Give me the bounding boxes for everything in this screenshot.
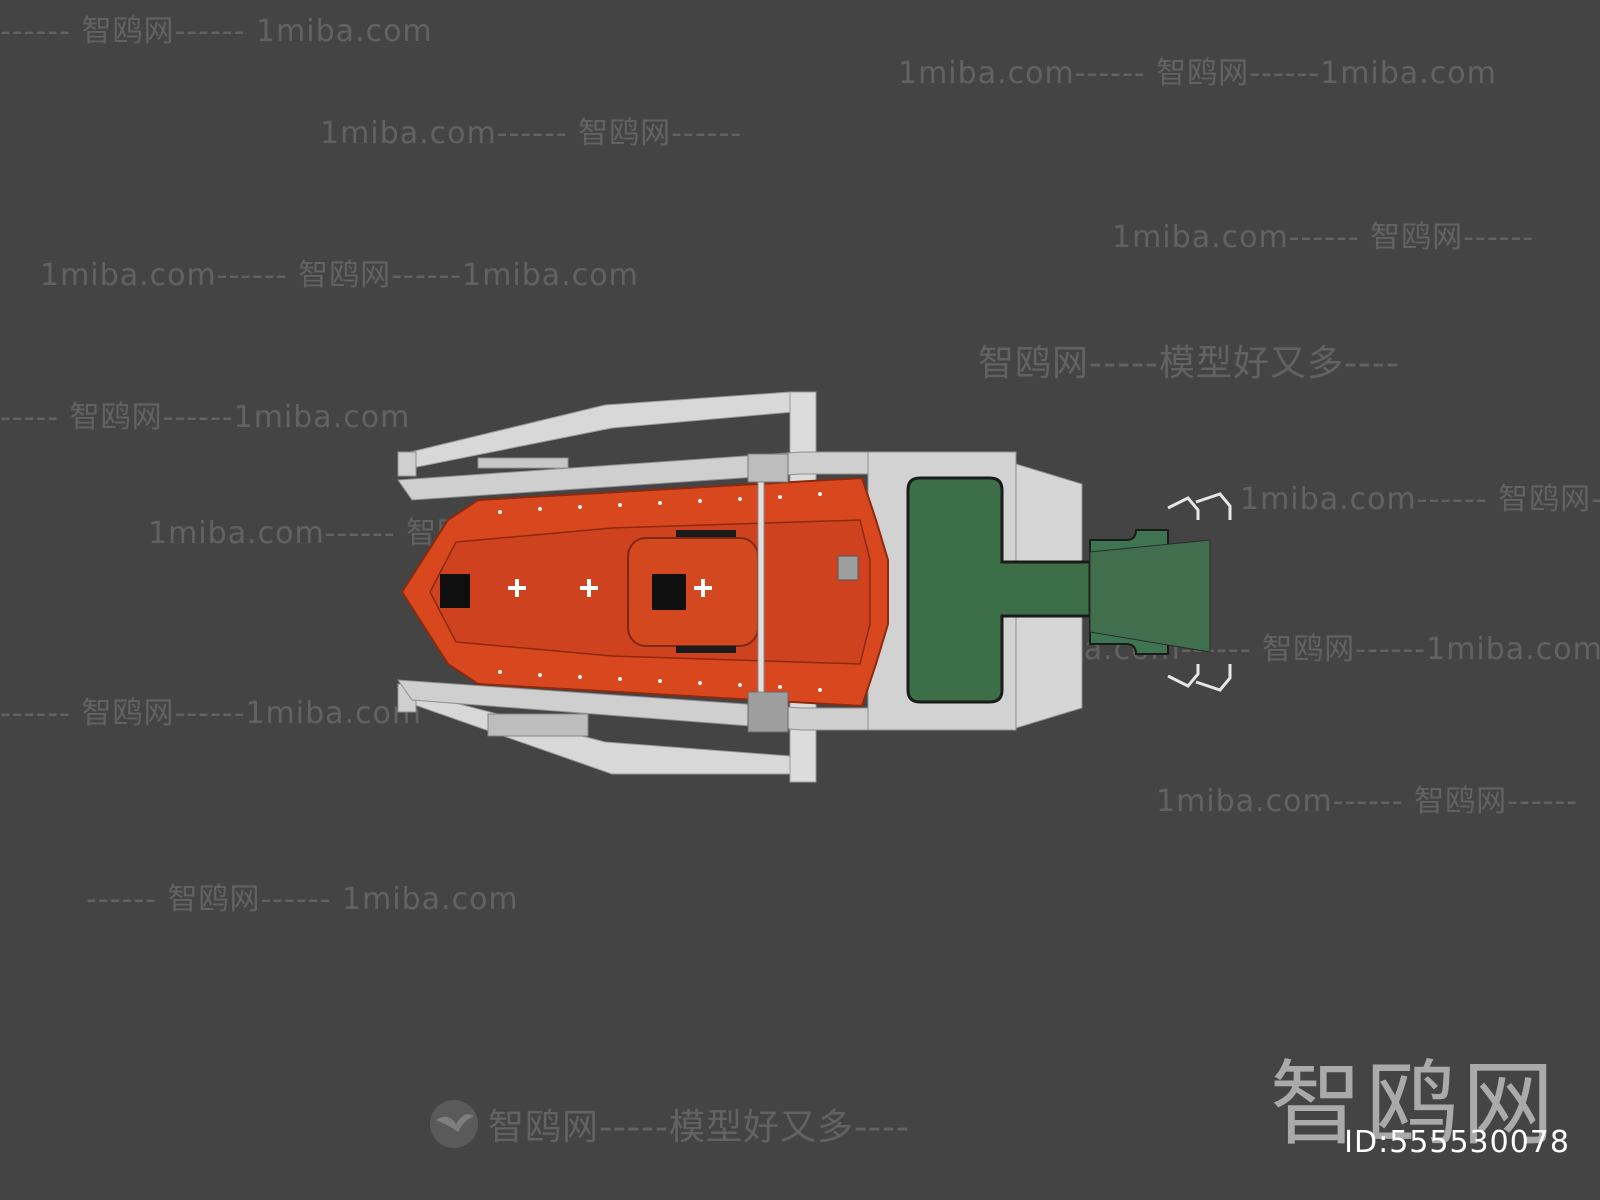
watermark: 1miba.com------ 智鸥网------: [320, 116, 743, 151]
deck-platform: [906, 476, 1211, 704]
watermark: ----- 智鸥网------1miba.com: [0, 400, 411, 435]
watermark: ------ 智鸥网------ 1miba.com: [0, 14, 433, 49]
bow-window: [440, 574, 470, 608]
gull-logo-icon: [430, 1100, 478, 1148]
medical-cross-icon: [508, 579, 712, 597]
watermark: ------ 智鸥网------ 1miba.com: [86, 882, 519, 917]
watermark: 智鸥网-----模型好又多----: [488, 1107, 910, 1148]
winch: [747, 453, 789, 733]
watermark: ------ 智鸥网------1miba.com: [0, 696, 423, 731]
watermark: 1miba.com------ 智鸥网------1miba.com: [898, 56, 1497, 91]
watermark: 1miba.com------ 智鸥网------: [1156, 784, 1579, 819]
watermark: 1miba.com------ 智鸥网------: [1112, 220, 1535, 255]
stern-stairs: [1167, 492, 1232, 692]
brand-logo: 智鸥网: [1269, 1051, 1558, 1158]
lifeboat-hull: [400, 476, 889, 708]
watermark: 1miba.com------ 智鸥网-: [1240, 482, 1600, 517]
asset-id-label: ID:555530078: [1344, 1125, 1570, 1160]
watermark: 智鸥网-----模型好又多----: [978, 343, 1400, 384]
watermark: 1miba.com------ 智鸥网------1miba.com: [40, 258, 639, 293]
cockpit-window: [652, 574, 686, 610]
